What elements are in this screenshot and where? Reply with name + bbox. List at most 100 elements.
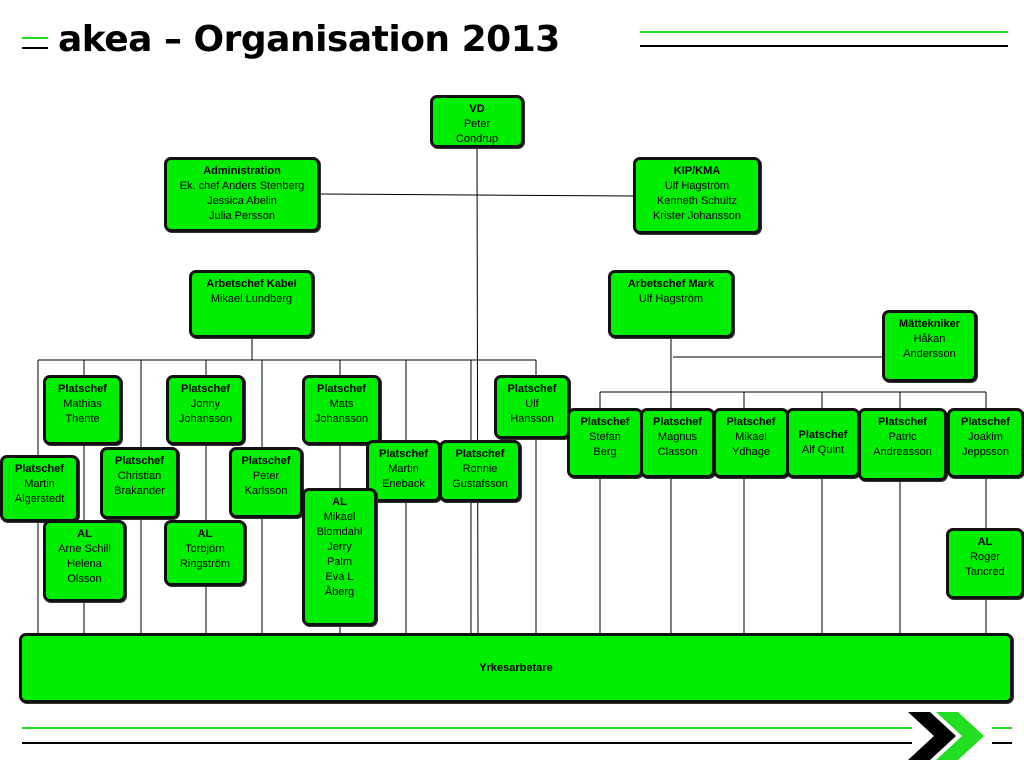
box-line: Peter — [463, 118, 491, 130]
box-title: Platschef — [15, 463, 64, 475]
box-line: Andreasson — [873, 446, 932, 458]
box-line: Thente — [65, 413, 100, 425]
box-line: Patric — [888, 431, 917, 443]
box-line: Roger — [970, 551, 1000, 563]
box-line: Jeppsson — [961, 446, 1010, 458]
org-box-yrkesarbetare: Yrkesarbetare — [19, 633, 1013, 703]
box-line: Ulf Hagström — [664, 180, 730, 192]
box-line: Andersson — [903, 348, 956, 360]
box-line: Ronnie — [462, 463, 498, 475]
box-title: Platschef — [653, 416, 702, 428]
box-title: Arbetschef Kabel — [206, 278, 297, 290]
box-title: Platschef — [455, 448, 505, 460]
box-line: Jerry — [327, 541, 352, 553]
box-line: Classon — [657, 446, 698, 458]
box-line: Eneback — [382, 478, 425, 490]
box-line: Stefan — [589, 431, 621, 443]
box-line: Johansson — [314, 413, 369, 425]
box-title: Platschef — [58, 383, 107, 395]
box-line: Helena — [67, 558, 102, 570]
box-line: Mathias — [63, 398, 102, 410]
box-line: Gustafsson — [452, 478, 508, 490]
box-line: Hansson — [510, 413, 554, 425]
slide-title: akea – Organisation 2013 — [58, 19, 560, 60]
box-line: Brakander — [114, 485, 165, 497]
box-line: Ulf — [525, 398, 539, 410]
box-title: Platschef — [181, 383, 230, 395]
box-line: Jonny — [190, 398, 221, 410]
box-title: Platschef — [798, 429, 848, 441]
box-title: Platschef — [379, 448, 428, 460]
box-title: AL — [332, 496, 347, 508]
box-line: Martin — [24, 478, 55, 490]
box-title: AL — [197, 528, 213, 540]
box-title: Arbetschef Mark — [627, 278, 715, 290]
box-line: Mikael — [323, 511, 356, 523]
box-line: Blomdahl — [316, 526, 363, 538]
box-title: Platschef — [507, 383, 557, 395]
connector-line — [319, 193, 634, 197]
box-line: Johansson — [178, 413, 233, 425]
box-title: KIP/KMA — [673, 165, 721, 177]
box-title: AL — [77, 528, 92, 540]
box-line: Krister Johansson — [652, 210, 742, 222]
box-line: Ydhage — [732, 446, 770, 458]
box-title: Platschef — [961, 416, 1010, 428]
box-title: VD — [469, 103, 485, 115]
box-line: Magnus — [657, 431, 698, 443]
box-line: Arne Schill — [58, 543, 111, 555]
box-line: Jessica Abelin — [207, 195, 277, 207]
box-title: Mättekniker — [898, 318, 961, 330]
box-title: Platschef — [878, 416, 927, 428]
box-title: Platschef — [726, 416, 776, 428]
box-line: Håkan — [913, 333, 946, 345]
box-title: Platschef — [241, 455, 291, 467]
box-line: Martin — [388, 463, 419, 475]
box-title: Yrkesarbetare — [479, 661, 553, 674]
box-title: AL — [977, 536, 993, 548]
box-line: Eva L — [325, 571, 354, 583]
box-line: Mikael — [735, 431, 767, 443]
box-line: Mikael Lundberg — [210, 293, 293, 305]
box-line: Torbjörn — [185, 543, 225, 555]
box-line: Ek. chef Anders Stenberg — [179, 180, 305, 192]
box-line: Berg — [593, 446, 617, 458]
chevron-arrow-icon — [908, 712, 984, 760]
box-line: Joakim — [968, 431, 1003, 443]
box-line: Kenneth Schultz — [656, 195, 738, 207]
box-line: Tancred — [965, 566, 1005, 578]
connector-line — [476, 147, 479, 637]
box-title: Platschef — [317, 383, 366, 395]
box-line: Peter — [252, 470, 280, 482]
box-line: Olsson — [67, 573, 102, 585]
box-line: Condrup — [455, 133, 499, 145]
box-line: Åberg — [324, 586, 355, 598]
box-line: Julia Persson — [208, 210, 276, 222]
box-line: Alf Quint — [801, 444, 845, 456]
box-line: Ulf Hagström — [638, 293, 704, 305]
box-line: Mats — [329, 398, 354, 410]
box-title: Platschef — [115, 455, 164, 467]
